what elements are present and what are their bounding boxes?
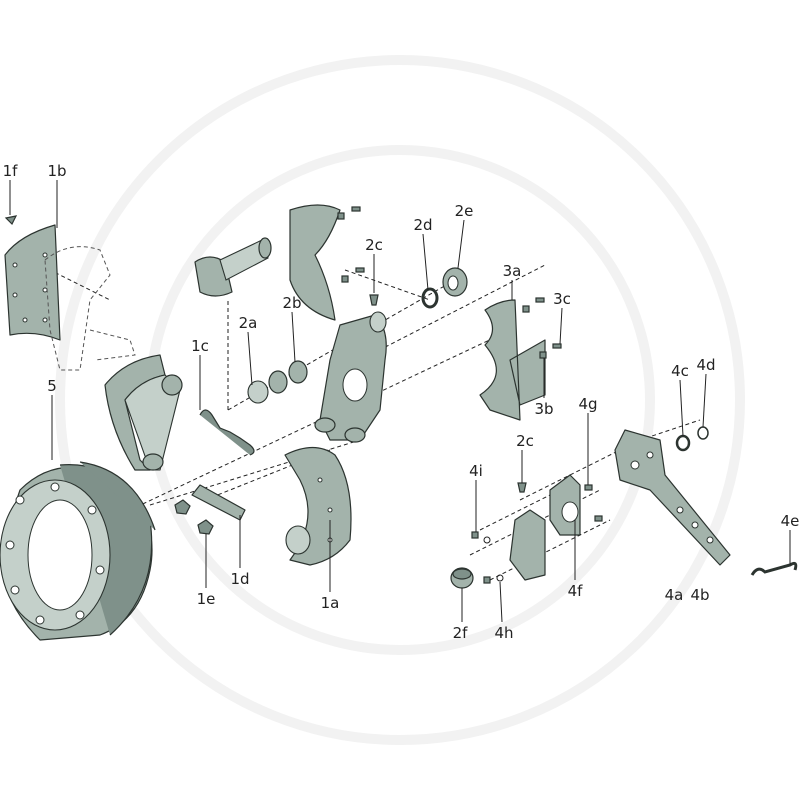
label-2b: 2b (282, 294, 301, 312)
label-4a: 4a (665, 586, 684, 604)
label-2f: 2f (453, 624, 469, 642)
part-3a-dust-shield (479, 299, 546, 421)
part-1e-nuts (174, 499, 214, 535)
part-5-brake-drum (0, 461, 156, 641)
label-1d: 1d (230, 570, 249, 588)
label-4c: 4c (671, 362, 689, 380)
part-3b-3c-screws (522, 297, 562, 359)
label-4f: 4f (568, 582, 584, 600)
part-4a-slack-adjuster (614, 429, 731, 566)
label-2d: 2d (413, 216, 432, 234)
label-4e: 4e (781, 512, 800, 530)
label-4b: 4b (690, 586, 709, 604)
label-2c-lower: 2c (516, 432, 534, 450)
label-3b: 3b (534, 400, 553, 418)
label-4h: 4h (494, 624, 513, 642)
label-4g: 4g (578, 395, 597, 413)
label-2a: 2a (239, 314, 258, 332)
part-2e-bushing (442, 267, 468, 297)
part-1c-return-spring (199, 409, 255, 456)
part-1a-brake-shoe (284, 446, 352, 566)
label-2c-top: 2c (365, 236, 383, 254)
label-1a: 1a (321, 594, 340, 612)
label-1e: 1e (197, 590, 216, 608)
watermark-ring (55, 55, 745, 745)
leader-lines (9, 180, 791, 623)
label-5: 5 (47, 377, 57, 395)
part-1f-rivet (4, 215, 18, 226)
label-1c: 1c (191, 337, 209, 355)
part-2a-seal-ring (247, 380, 269, 404)
label-1b: 1b (47, 162, 66, 180)
brake-shoe-left (104, 354, 183, 471)
part-1d-plate (191, 484, 246, 521)
dust-shield-upper (289, 204, 341, 321)
brake-spider-plate (314, 311, 387, 443)
ghost-shoe-outline (44, 246, 136, 371)
part-4e-spring (750, 561, 798, 576)
part-4c-ring (675, 434, 691, 452)
part-2d-washer (421, 287, 439, 309)
part-2f-cap (450, 567, 474, 589)
part-4d-clip (697, 426, 709, 440)
part-1b-brake-lining (4, 224, 61, 341)
label-4d: 4d (696, 356, 715, 374)
part-2b-bushings (268, 360, 308, 394)
label-3a: 3a (503, 262, 522, 280)
label-1f: 1f (3, 162, 19, 180)
label-4i: 4i (469, 462, 483, 480)
camshaft (194, 237, 272, 297)
screws-upper (337, 206, 379, 306)
lower-bracket (509, 509, 546, 581)
label-3c: 3c (553, 290, 571, 308)
small-hardware-4g-4h-4i (471, 482, 603, 584)
label-2e: 2e (455, 202, 474, 220)
part-labels: 1f 1b 5 1c 2a 2b 2c 2d 2e 3a 3c 3b 4c 4d… (3, 162, 800, 642)
